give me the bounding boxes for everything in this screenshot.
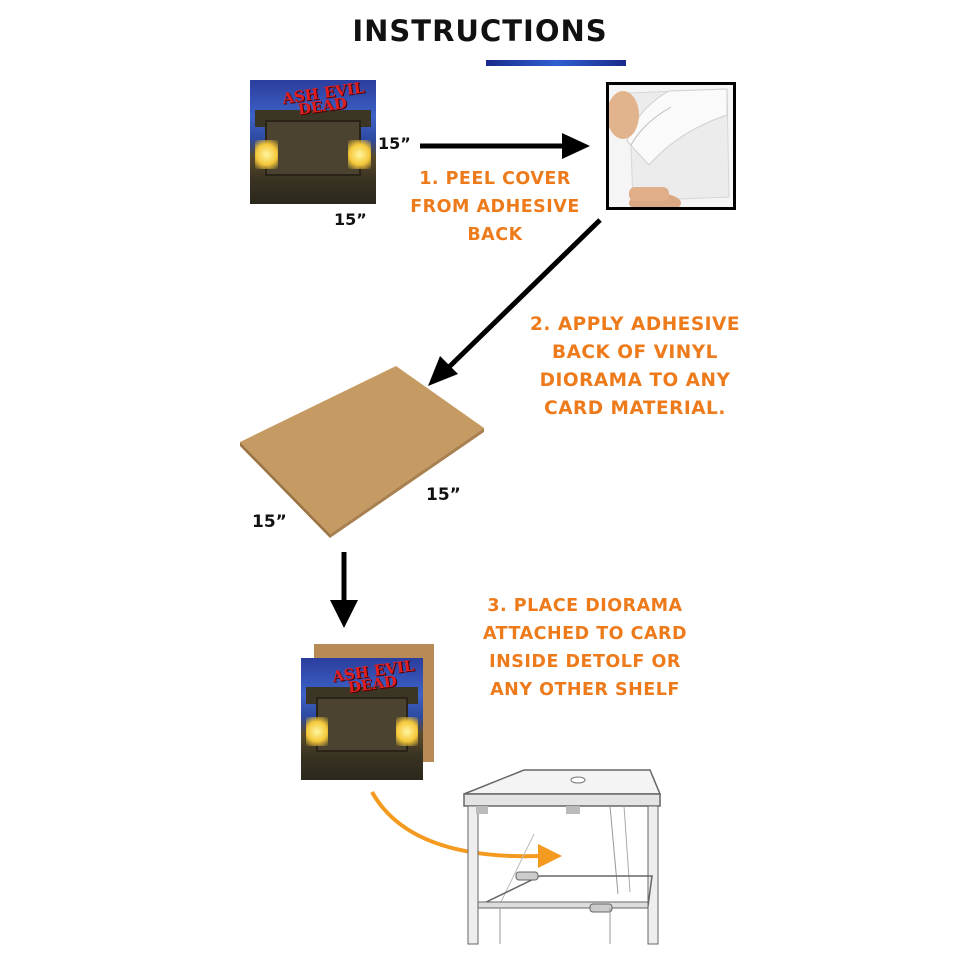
card-board [240,366,484,538]
step-2-text: 2. APPLY ADHESIVE BACK OF VINYL DIORAMA … [530,314,740,419]
title-underline [486,60,626,66]
page-title: INSTRUCTIONS [352,14,608,48]
diorama-poster-top: ASH EVIL DEAD [250,80,376,204]
card-depth-label: 15” [426,485,461,505]
step-3-text: 3. PLACE DIORAMA ATTACHED TO CARD INSIDE… [482,596,687,700]
card-width-label: 15” [252,512,287,532]
detolf-shelf [463,769,662,945]
step-1-text: 1. PEEL COVER FROM ADHESIVE BACK [410,169,580,245]
peel-photo [606,82,736,210]
diorama-poster-bottom: ASH EVIL DEAD [301,658,423,780]
poster-width-label: 15” [334,210,367,229]
poster-height-label: 15” [378,134,411,153]
